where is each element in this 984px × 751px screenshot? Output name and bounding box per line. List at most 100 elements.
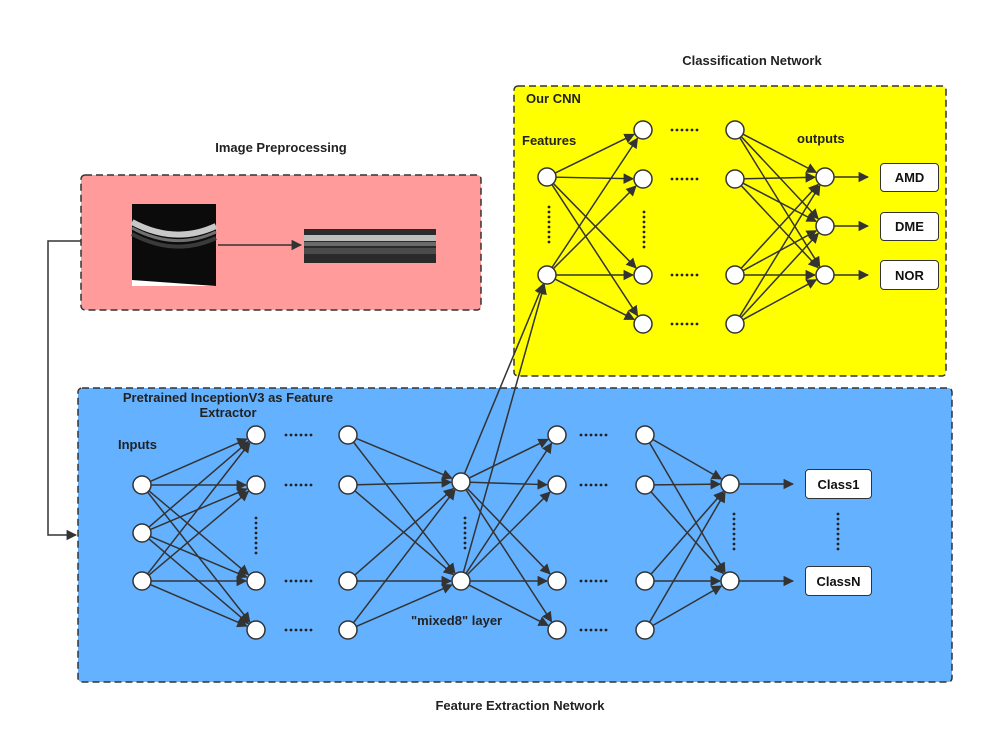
neuron-node bbox=[246, 425, 266, 445]
ellipsis-dot bbox=[294, 628, 298, 632]
ellipsis-dot bbox=[836, 522, 840, 526]
edge bbox=[551, 184, 639, 317]
ellipsis-dot bbox=[836, 512, 840, 516]
neuron-node bbox=[815, 216, 835, 236]
ellipsis-dot bbox=[463, 541, 467, 545]
edge bbox=[653, 478, 722, 490]
ellipsis-dot bbox=[289, 433, 293, 437]
ellipsis-dot bbox=[690, 177, 694, 181]
ellipsis-dot bbox=[284, 433, 288, 437]
class-box-dme: DME bbox=[880, 212, 939, 241]
ellipsis-dot bbox=[642, 210, 646, 214]
ellipsis-dot bbox=[284, 579, 288, 583]
ellipsis-dot bbox=[579, 579, 583, 583]
ellipsis-dot bbox=[836, 527, 840, 531]
edge bbox=[356, 477, 453, 488]
neuron-node bbox=[815, 167, 835, 187]
feature-extraction-network-title: Feature Extraction Network bbox=[435, 698, 605, 713]
neuron-node bbox=[451, 472, 471, 492]
feature-extraction-panel bbox=[77, 387, 953, 683]
ellipsis-dot bbox=[642, 215, 646, 219]
edge bbox=[740, 232, 819, 318]
ellipsis-dot bbox=[836, 517, 840, 521]
ellipsis-dot bbox=[732, 522, 736, 526]
ellipsis-dot bbox=[254, 516, 258, 520]
ellipsis-dot bbox=[599, 579, 603, 583]
edge bbox=[462, 283, 547, 573]
neuron-node bbox=[547, 571, 567, 591]
ellipsis-dot bbox=[547, 210, 551, 214]
edge bbox=[352, 489, 456, 624]
ellipsis-dot bbox=[670, 177, 674, 181]
ellipsis-dot bbox=[254, 526, 258, 530]
ellipsis-dot bbox=[599, 483, 603, 487]
edge bbox=[355, 583, 453, 628]
ellipsis-dot bbox=[732, 517, 736, 521]
edge bbox=[551, 137, 639, 268]
edge bbox=[146, 442, 251, 575]
ellipsis-dot bbox=[463, 521, 467, 525]
ellipsis-dot bbox=[594, 579, 598, 583]
edge bbox=[652, 585, 723, 627]
ellipsis-dot bbox=[675, 177, 679, 181]
neuron-node bbox=[338, 475, 358, 495]
ellipsis-dot bbox=[675, 273, 679, 277]
ellipsis-dot bbox=[670, 273, 674, 277]
edge bbox=[742, 279, 818, 321]
edge bbox=[552, 185, 637, 270]
ellipsis-dot bbox=[695, 128, 699, 132]
class-box-classn: ClassN bbox=[805, 566, 872, 596]
ellipsis-dot bbox=[309, 579, 313, 583]
ellipsis-dot bbox=[463, 536, 467, 540]
network-nodes bbox=[132, 120, 835, 640]
network-edges bbox=[146, 133, 870, 628]
neuron-node bbox=[547, 425, 567, 445]
pretrained-extractor-label: Pretrained InceptionV3 as Feature Extrac… bbox=[122, 390, 334, 420]
ellipsis-dot bbox=[584, 628, 588, 632]
edge bbox=[743, 172, 817, 183]
ellipsis-dot bbox=[732, 527, 736, 531]
ellipsis-dot bbox=[547, 205, 551, 209]
edge bbox=[148, 440, 250, 528]
ellipsis-dot bbox=[294, 433, 298, 437]
neuron-node bbox=[633, 265, 653, 285]
ellipsis-dot bbox=[695, 322, 699, 326]
ellipsis-dot bbox=[254, 521, 258, 525]
ellipsis-dot bbox=[463, 516, 467, 520]
ellipsis-dot bbox=[732, 512, 736, 516]
ellipsis-dot bbox=[732, 532, 736, 536]
image-preprocessing-title: Image Preprocessing bbox=[215, 140, 347, 155]
ellipsis-dots bbox=[254, 128, 840, 632]
edge bbox=[740, 183, 819, 269]
ellipsis-dot bbox=[680, 322, 684, 326]
ellipsis-dot bbox=[695, 273, 699, 277]
neuron-node bbox=[132, 475, 152, 495]
neuron-node bbox=[725, 169, 745, 189]
ellipsis-dot bbox=[685, 273, 689, 277]
ellipsis-dot bbox=[670, 322, 674, 326]
ellipsis-dot bbox=[463, 526, 467, 530]
ellipsis-dot bbox=[599, 433, 603, 437]
ellipsis-dot bbox=[690, 273, 694, 277]
outputs-label: outputs bbox=[797, 131, 845, 146]
ellipsis-dot bbox=[284, 628, 288, 632]
ellipsis-dot bbox=[685, 177, 689, 181]
ellipsis-dot bbox=[589, 433, 593, 437]
ellipsis-dot bbox=[594, 483, 598, 487]
ellipsis-dot bbox=[254, 551, 258, 555]
ellipsis-dot bbox=[732, 547, 736, 551]
class-box-class1: Class1 bbox=[805, 469, 872, 499]
ellipsis-dot bbox=[294, 579, 298, 583]
neuron-node bbox=[633, 169, 653, 189]
ellipsis-dot bbox=[547, 240, 551, 244]
ellipsis-dot bbox=[589, 579, 593, 583]
ellipsis-dot bbox=[732, 542, 736, 546]
neuron-node bbox=[815, 265, 835, 285]
edge bbox=[148, 490, 250, 576]
ellipsis-dot bbox=[680, 128, 684, 132]
edge bbox=[554, 278, 636, 321]
edge bbox=[468, 584, 550, 627]
neuron-node bbox=[720, 571, 740, 591]
edge bbox=[648, 491, 726, 623]
